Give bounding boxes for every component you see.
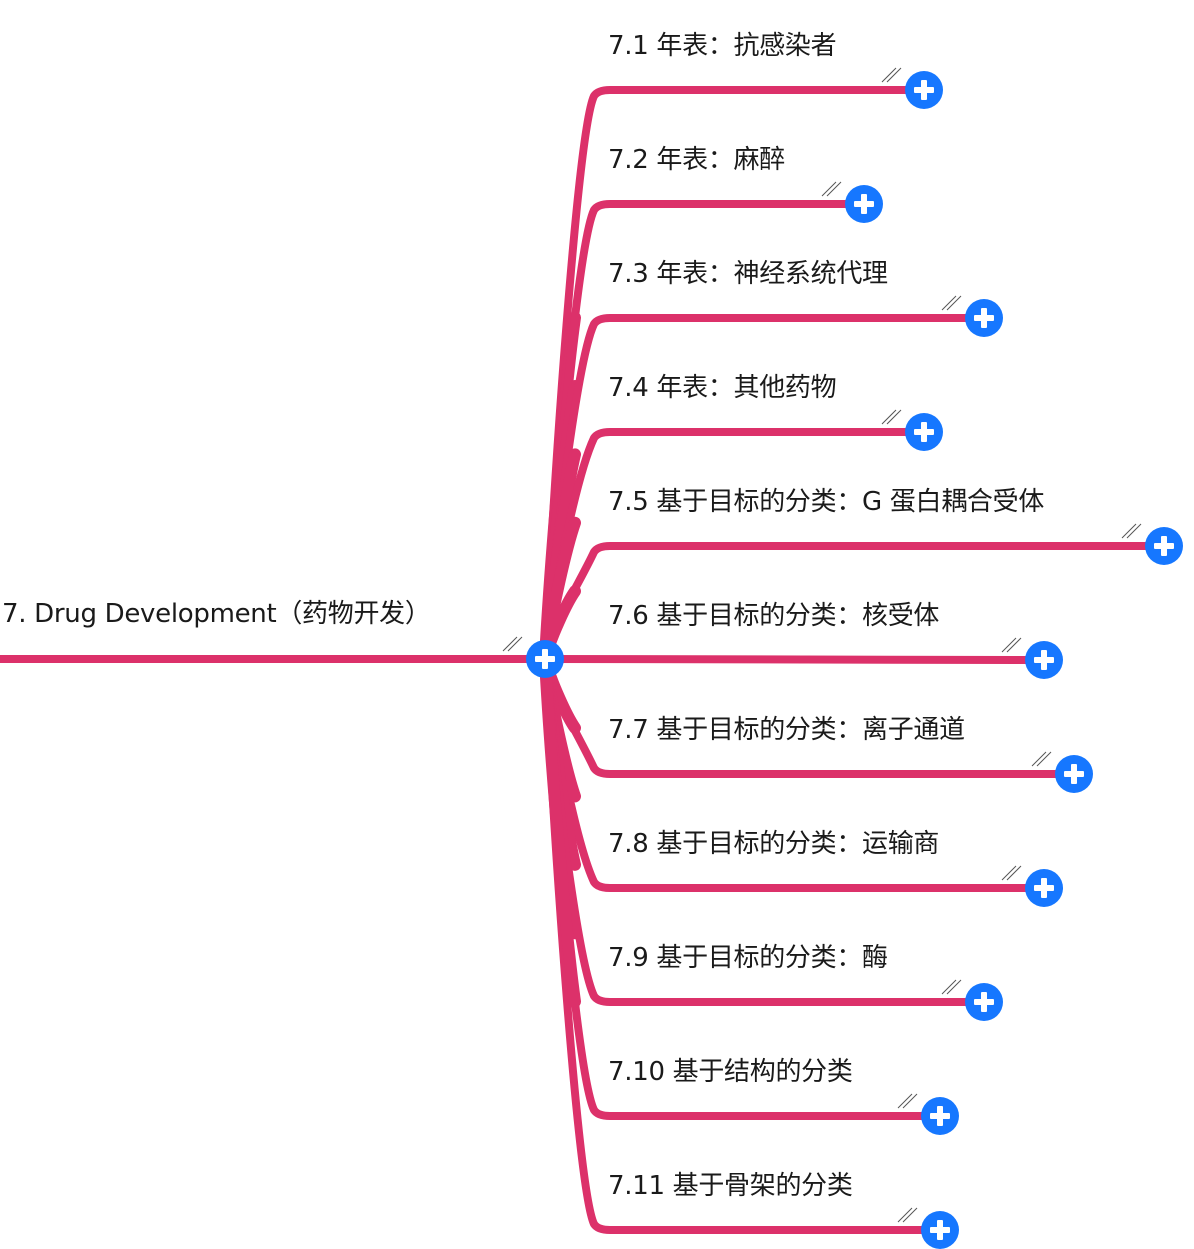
expand-button-11[interactable] xyxy=(921,1211,959,1249)
node-resize-handle-10[interactable] xyxy=(897,1093,918,1109)
child-node-label-10[interactable]: 7.10 基于结构的分类 xyxy=(608,1057,853,1087)
node-resize-handle-11[interactable] xyxy=(897,1207,918,1223)
child-node-label-3[interactable]: 7.3 年表：神经系统代理 xyxy=(608,259,888,289)
branch-line-6 xyxy=(541,655,1048,664)
branch-taper-11 xyxy=(539,653,581,1008)
child-node-label-1[interactable]: 7.1 年表：抗感染者 xyxy=(608,31,837,61)
child-node-label-9[interactable]: 7.9 基于目标的分类：酶 xyxy=(608,943,888,973)
node-resize-handle-2[interactable] xyxy=(821,181,842,197)
node-resize-handle-5[interactable] xyxy=(1121,523,1142,539)
node-resize-handle-7[interactable] xyxy=(1031,751,1052,767)
expand-button-1[interactable] xyxy=(905,71,943,109)
node-resize-handle-4[interactable] xyxy=(881,409,902,425)
expand-button-3[interactable] xyxy=(965,299,1003,337)
expand-button-9[interactable] xyxy=(965,983,1003,1021)
expand-button-4[interactable] xyxy=(905,413,943,451)
root-resize-handle[interactable] xyxy=(502,636,523,652)
child-node-label-2[interactable]: 7.2 年表：麻醉 xyxy=(608,145,785,175)
expand-button-2[interactable] xyxy=(845,185,883,223)
node-resize-handle-8[interactable] xyxy=(1001,865,1022,881)
child-node-label-6[interactable]: 7.6 基于目标的分类：核受体 xyxy=(608,601,940,631)
expand-button-8[interactable] xyxy=(1025,869,1063,907)
child-node-label-5[interactable]: 7.5 基于目标的分类：G 蛋白耦合受体 xyxy=(608,487,1045,517)
node-resize-handle-9[interactable] xyxy=(941,979,962,995)
root-expand-button[interactable] xyxy=(526,640,564,678)
expand-button-6[interactable] xyxy=(1025,641,1063,679)
node-resize-handle-6[interactable] xyxy=(1001,637,1022,653)
child-node-label-8[interactable]: 7.8 基于目标的分类：运输商 xyxy=(608,829,940,859)
root-node-label[interactable]: 7. Drug Development（药物开发） xyxy=(2,599,431,629)
expand-button-7[interactable] xyxy=(1055,755,1093,793)
node-resize-handle-3[interactable] xyxy=(941,295,962,311)
expand-button-10[interactable] xyxy=(921,1097,959,1135)
child-node-label-4[interactable]: 7.4 年表：其他药物 xyxy=(608,373,837,403)
node-resize-handle-1[interactable] xyxy=(881,67,902,83)
expand-button-5[interactable] xyxy=(1145,527,1183,565)
child-node-label-7[interactable]: 7.7 基于目标的分类：离子通道 xyxy=(608,715,965,745)
child-node-label-11[interactable]: 7.11 基于骨架的分类 xyxy=(608,1171,853,1201)
